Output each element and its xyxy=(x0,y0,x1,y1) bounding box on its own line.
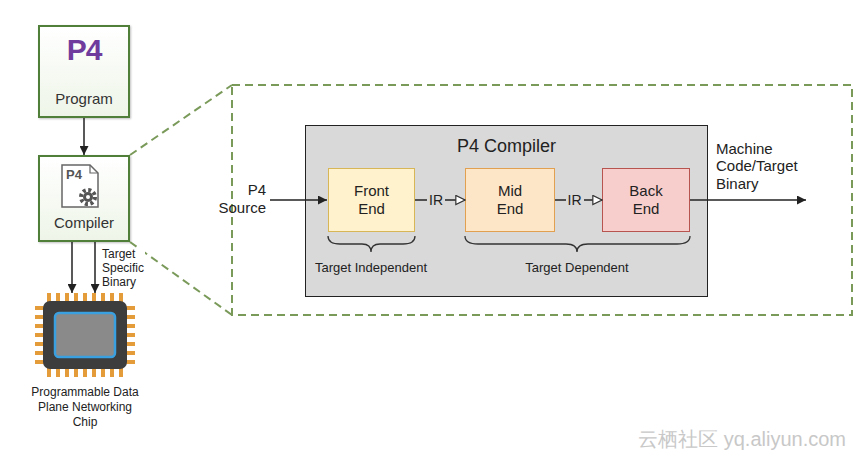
connector-arrow xyxy=(71,242,73,293)
logo-text: P4 xyxy=(67,35,102,65)
panel-title: P4 Compiler xyxy=(306,136,707,157)
watermark: 云栖社区 yq.aliyun.com xyxy=(556,426,846,453)
curly-bracket xyxy=(328,236,415,252)
chip-caption: Programmable Data Plane Networking Chip xyxy=(25,385,145,430)
connector-arrow xyxy=(83,118,85,155)
box-label: Program xyxy=(55,90,113,108)
edge-label: Target Specific Binary xyxy=(101,248,145,289)
curly-bracket xyxy=(465,236,690,252)
stage-box: Front End xyxy=(328,168,415,232)
zoom-line xyxy=(130,242,232,315)
io-label: P4 Source xyxy=(214,181,266,217)
output-arrow xyxy=(690,199,806,201)
zoom-line xyxy=(130,85,232,155)
zoom-region xyxy=(232,85,852,315)
box-label: Compiler xyxy=(54,214,114,232)
program-box: P4Program xyxy=(38,25,130,118)
edge-label: IR xyxy=(566,192,584,208)
chip-illustration xyxy=(35,293,135,377)
bracket-label: Target Dependent xyxy=(502,260,652,275)
box-label: Back End xyxy=(620,182,672,218)
io-label: Machine Code/Target Binary xyxy=(716,140,826,192)
connector-arrow xyxy=(94,242,96,293)
box-label: Front End xyxy=(346,182,398,218)
compiler-icon xyxy=(62,165,98,207)
box-label: Mid End xyxy=(484,182,536,218)
stage-box: Mid End xyxy=(465,168,555,232)
bracket-label: Target Independent xyxy=(301,260,441,275)
stage-box: Back End xyxy=(602,168,690,232)
input-arrow xyxy=(270,199,327,201)
edge-label: IR xyxy=(427,192,445,208)
icon-text: P4 xyxy=(66,168,82,181)
